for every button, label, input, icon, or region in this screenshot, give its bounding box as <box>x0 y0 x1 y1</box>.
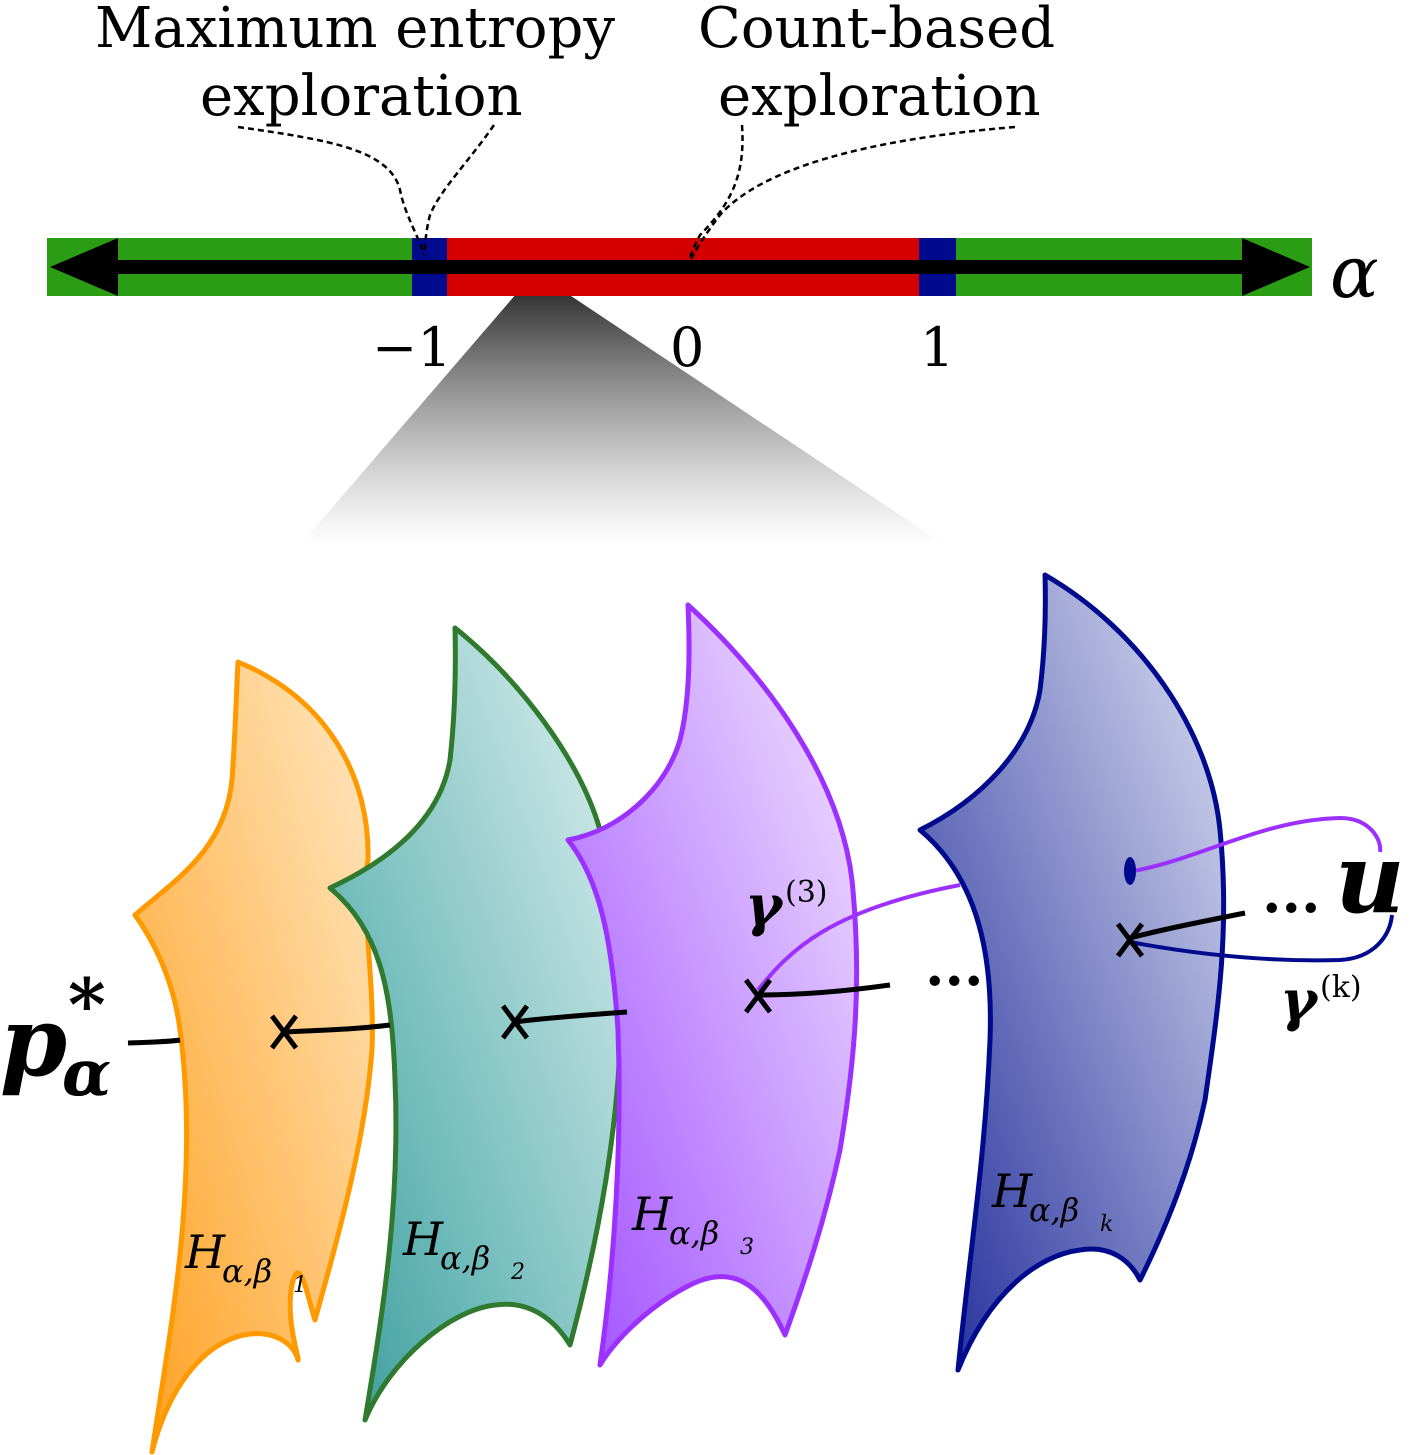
manifold-3-label-sub: α,β <box>669 1214 719 1252</box>
max-entropy-leader-right <box>422 124 496 256</box>
projection-arrow-3to2 <box>514 1009 628 1025</box>
tick-label-0: 0 <box>670 316 704 379</box>
manifold-1 <box>132 659 375 1455</box>
count-based-line1: Count-based <box>698 0 1055 61</box>
axis-right-arrowhead-icon <box>1242 238 1310 296</box>
manifold-k-label-index: k <box>1100 1212 1113 1237</box>
manifold-1-label-sub: α,β <box>222 1252 272 1290</box>
p-star-sup: * <box>68 962 106 1047</box>
gammak-main: γ <box>1280 968 1320 1034</box>
u-label: u <box>1335 822 1405 935</box>
gamma3-main: γ <box>745 873 785 939</box>
projection-point-3 <box>744 978 772 1014</box>
count-based-leader-left <box>686 124 744 266</box>
manifold-2-label-sub: α,β <box>440 1239 490 1277</box>
manifold-1-label-main: H <box>184 1225 226 1279</box>
manifold-k-label-main: H <box>991 1164 1033 1218</box>
manifold-3 <box>565 602 860 1368</box>
axis-symbol: α <box>1330 230 1379 314</box>
manifold-3-label-index: 3 <box>740 1235 754 1260</box>
count-based-leader-right <box>686 125 1016 266</box>
manifold-3-label: H α,β 3 <box>631 1187 754 1260</box>
projection-arrow-dots-to-3 <box>759 982 891 998</box>
alpha-axis <box>47 238 1312 296</box>
u-upper-curve <box>1127 815 1383 874</box>
projection-point-1 <box>270 1014 298 1050</box>
projection-arrow-2to1 <box>284 1022 391 1035</box>
axis-left-arrowhead-icon <box>50 238 118 296</box>
p-star-label: p * α <box>0 962 111 1111</box>
tick-label-minus1: −1 <box>372 316 452 379</box>
max-entropy-line2: exploration <box>200 64 523 129</box>
max-entropy-leader-left <box>237 125 426 256</box>
count-based-line2: exploration <box>718 64 1041 129</box>
u-projection-point <box>1124 857 1136 885</box>
gammak-label: γ (k) <box>1280 968 1362 1034</box>
gamma3-sup: (3) <box>785 875 828 910</box>
zoom-wedge <box>300 272 945 545</box>
p-star-leader <box>127 1037 181 1046</box>
p-star-main: p <box>0 985 67 1098</box>
manifold-2-label-index: 2 <box>510 1260 525 1285</box>
projection-point-k <box>1116 922 1144 958</box>
gammak-sup: (k) <box>1320 970 1362 1005</box>
manifold-k-label: H α,β k <box>991 1164 1113 1237</box>
manifold-2-label-main: H <box>402 1212 444 1266</box>
manifold-k <box>917 572 1227 1373</box>
manifold-1-label-index: 1 <box>293 1273 307 1298</box>
projection-point-2 <box>501 1004 529 1040</box>
p-star-sub: α <box>62 1036 111 1111</box>
chain-dots-1: ... <box>925 933 984 999</box>
gamma3-curve <box>756 883 961 992</box>
max-entropy-line1: Maximum entropy <box>95 0 615 61</box>
manifold-3-label-main: H <box>631 1187 673 1241</box>
gammak-curve <box>1129 914 1394 963</box>
projection-arrow-u-to-k <box>1129 910 1246 941</box>
manifold-2-label: H α,β 2 <box>402 1212 525 1285</box>
manifold-1-label: H α,β 1 <box>184 1225 307 1298</box>
chain-dots-2: ... <box>1262 860 1321 926</box>
manifold-k-label-sub: α,β <box>1029 1191 1079 1229</box>
gamma3-label: γ (3) <box>745 873 828 939</box>
tick-label-1: 1 <box>920 316 954 379</box>
